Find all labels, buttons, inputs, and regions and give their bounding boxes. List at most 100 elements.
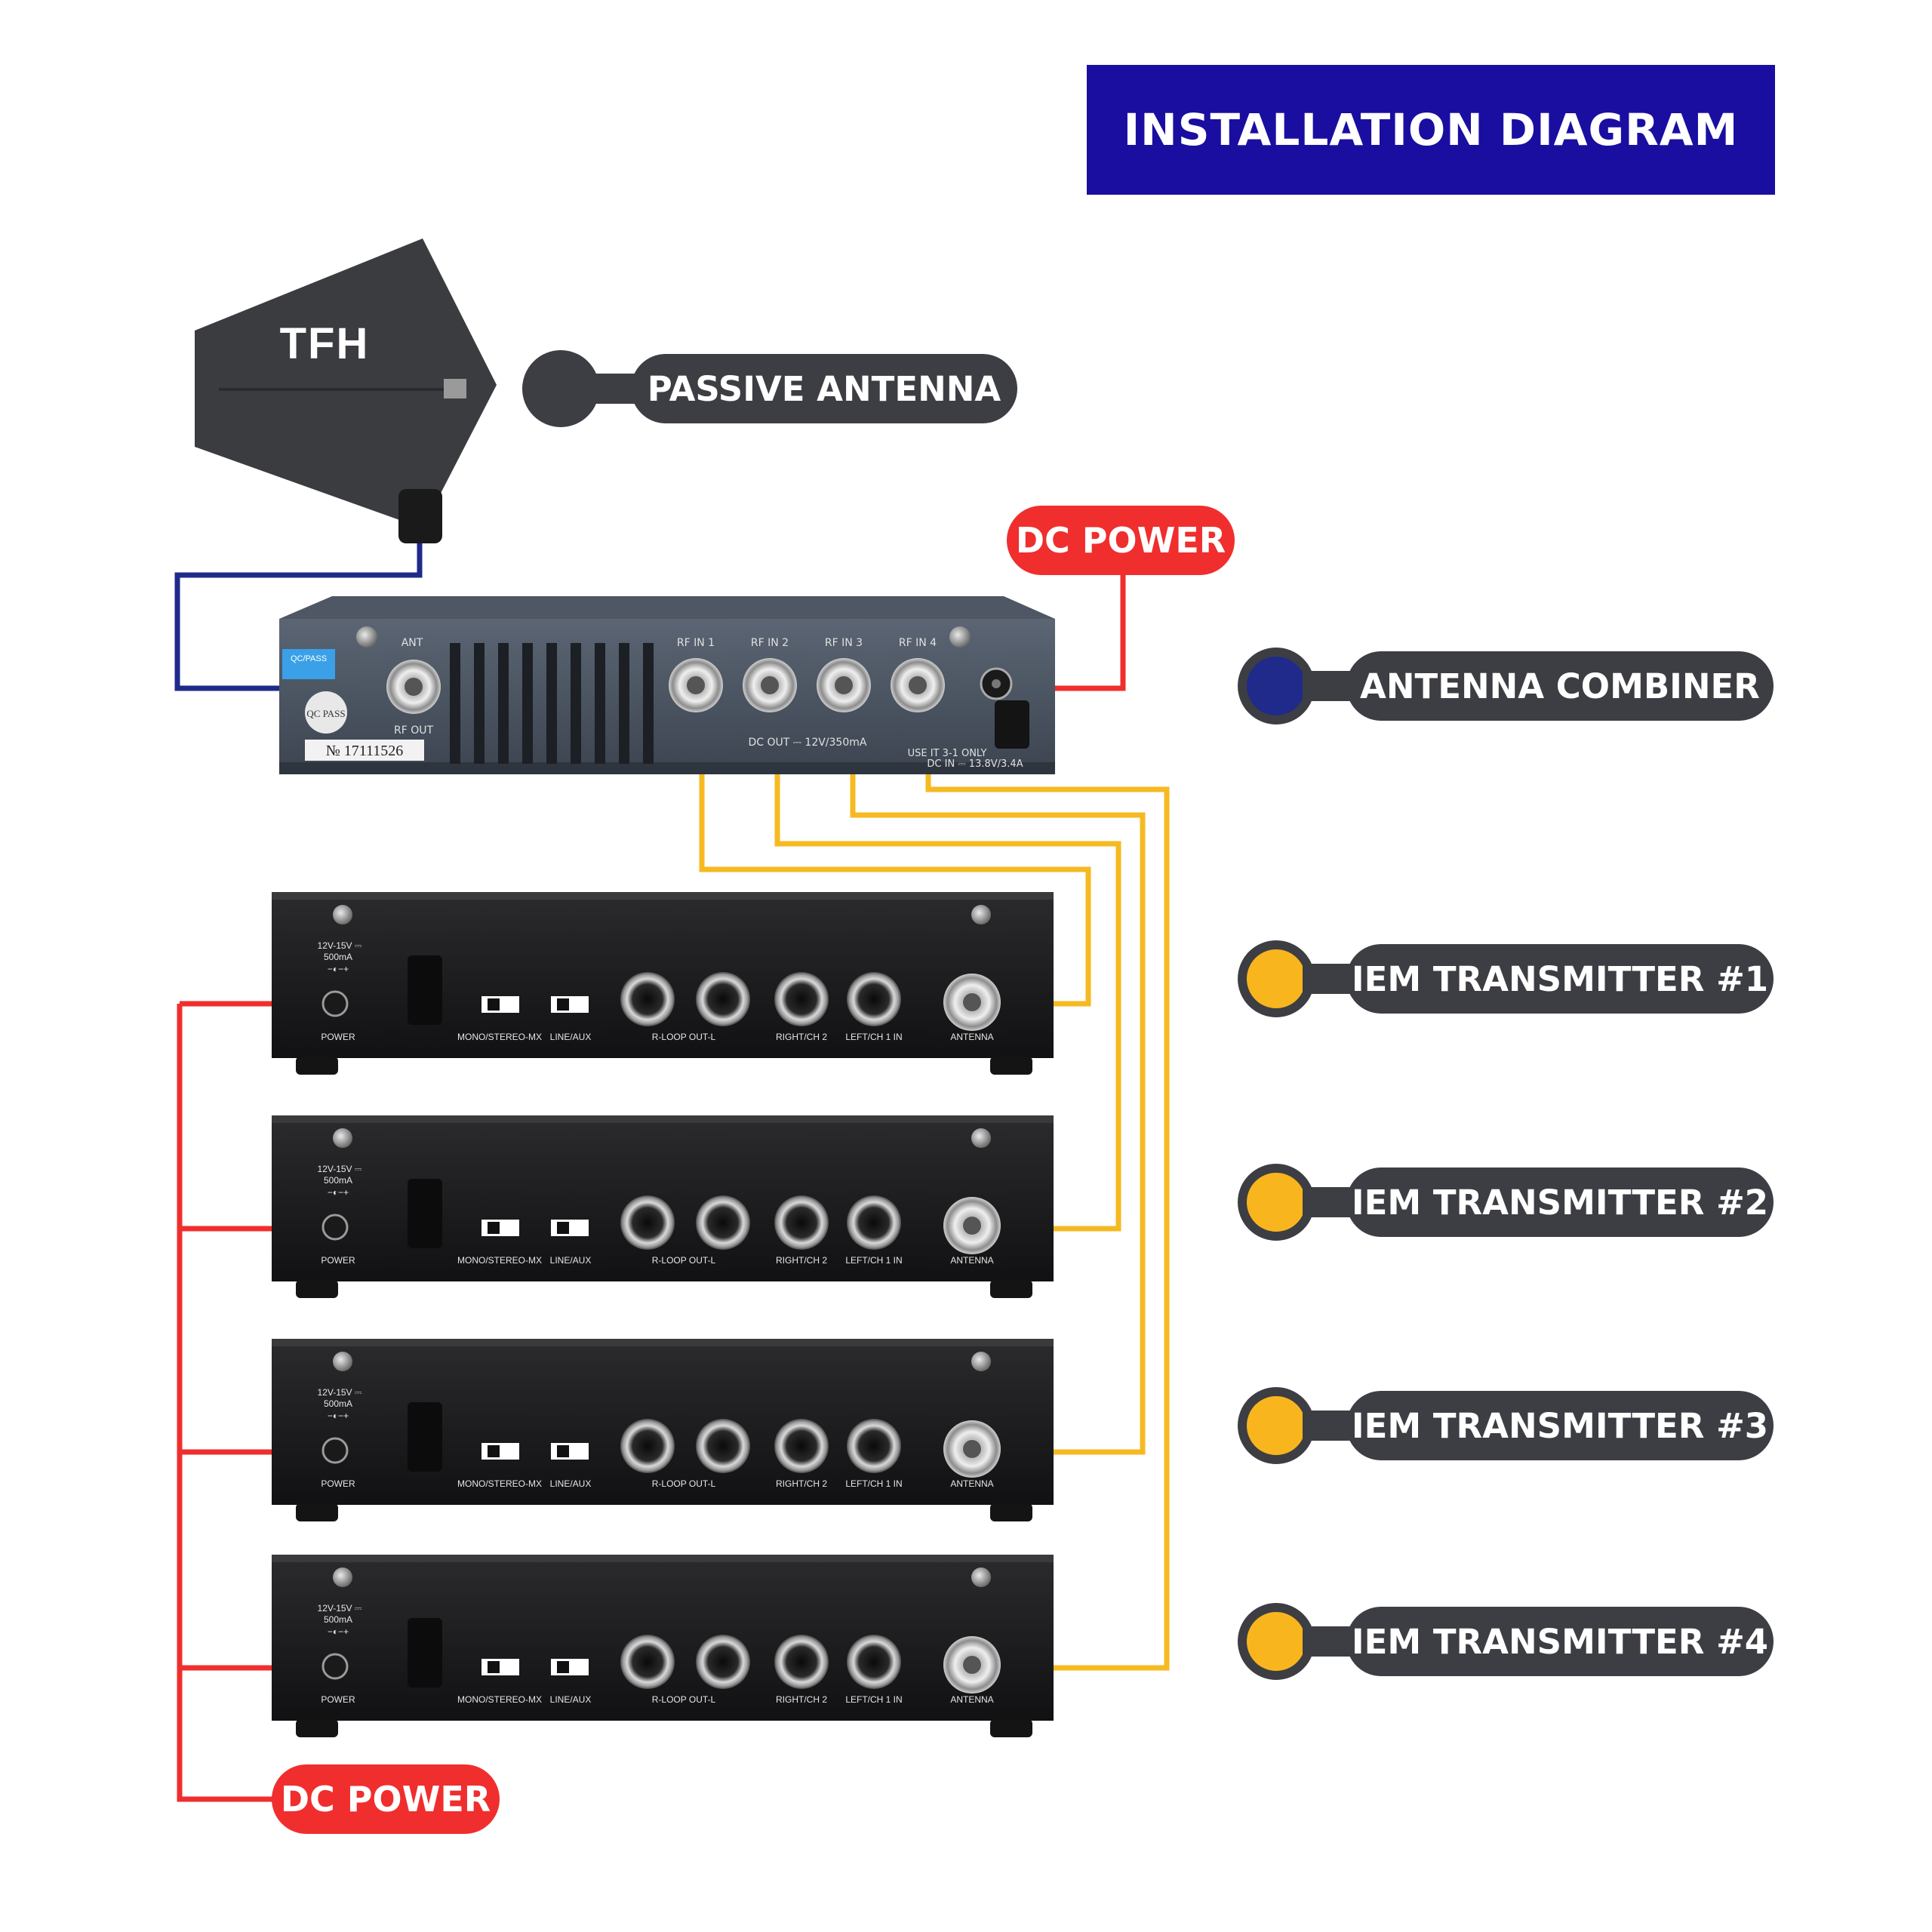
quarter-inch-jack-icon[interactable] (696, 1195, 750, 1250)
antenna-combiner-unit: QC/PASS QC PASS № 17111526 ANT RF OUT RF… (279, 596, 1055, 774)
bnc-center-pin (963, 993, 981, 1011)
dc-jack-icon[interactable] (321, 1653, 349, 1680)
quarter-inch-jack-icon[interactable] (774, 1635, 829, 1689)
right-ch2-label: RIGHT/CH 2 (776, 1478, 827, 1489)
antenna-port-label: ANTENNA (950, 1255, 993, 1266)
mono-stereo-label: MONO/STEREO-MX (457, 1255, 542, 1266)
bnc-connector-icon[interactable] (943, 1636, 1001, 1694)
yellow-rf-cable-2 (774, 702, 1121, 1232)
bnc-connector-icon[interactable] (386, 660, 441, 714)
quarter-inch-jack-icon[interactable] (620, 1419, 675, 1473)
rf-in-2-label: RF IN 2 (751, 637, 789, 649)
quarter-inch-jack-icon[interactable] (620, 1635, 675, 1689)
bnc-center-pin (963, 1217, 981, 1235)
dc-jack-icon[interactable] (980, 667, 1013, 700)
switch-icon[interactable] (481, 1659, 519, 1675)
antenna-combiner-label: ANTENNA COMBINER (1346, 651, 1774, 721)
quarter-inch-jack-icon[interactable] (696, 1419, 750, 1473)
quarter-inch-jack-icon[interactable] (774, 1419, 829, 1473)
line-aux-label: LINE/AUX (550, 1478, 592, 1489)
left-ch1-label: LEFT/CH 1 IN (845, 1478, 902, 1489)
switch-icon[interactable] (551, 1220, 589, 1236)
screw-icon (333, 1567, 352, 1587)
use-note-label: USE IT 3-1 ONLY (908, 748, 987, 759)
foot (296, 1057, 338, 1075)
red-dc-bus (177, 1004, 279, 1802)
line-aux-label: LINE/AUX (550, 1694, 592, 1705)
quarter-inch-jack-icon[interactable] (696, 972, 750, 1026)
cable-clip (408, 1402, 442, 1472)
r-loop-label: R-LOOP OUT-L (652, 1255, 716, 1266)
power-polarity-label: −◐−+ (328, 1411, 349, 1421)
switch-icon[interactable] (481, 1443, 519, 1460)
bnc-connector-icon[interactable] (943, 1420, 1001, 1478)
foot (990, 1719, 1032, 1737)
passive-antenna: TFH (195, 238, 497, 543)
switch-icon[interactable] (551, 1443, 589, 1460)
mono-stereo-label: MONO/STEREO-MX (457, 1478, 542, 1489)
antenna-dot (522, 350, 599, 427)
quarter-inch-jack-icon[interactable] (847, 1635, 901, 1689)
dc-jack-icon[interactable] (321, 1214, 349, 1241)
switch-icon[interactable] (551, 996, 589, 1013)
r-loop-label: R-LOOP OUT-L (652, 1478, 716, 1489)
quarter-inch-jack-icon[interactable] (847, 1195, 901, 1250)
switch-knob (557, 1661, 569, 1673)
left-ch1-label: LEFT/CH 1 IN (845, 1255, 902, 1266)
transmitter-top-edge (272, 1115, 1054, 1123)
transmitter-4-dot (1238, 1603, 1315, 1680)
quarter-inch-jack-icon[interactable] (696, 1635, 750, 1689)
power-label: POWER (321, 1032, 355, 1042)
ant-port-label: ANT (401, 637, 423, 649)
quarter-inch-jack-icon[interactable] (847, 1419, 901, 1473)
switch-icon[interactable] (481, 1220, 519, 1236)
dc-out-label: DC OUT ⎓ 12V/350mA (749, 737, 867, 749)
power-current-label: 500mA (324, 1614, 352, 1625)
quarter-inch-jack-icon[interactable] (774, 1195, 829, 1250)
power-current-label: 500mA (324, 1398, 352, 1409)
quarter-inch-jack-icon[interactable] (620, 1195, 675, 1250)
power-current-label: 500mA (324, 1175, 352, 1186)
power-polarity-label: −◐−+ (328, 964, 349, 974)
dc-power-top-label: DC POWER (1007, 506, 1235, 575)
switch-knob (488, 998, 500, 1011)
r-loop-label: R-LOOP OUT-L (652, 1032, 716, 1042)
dc-in-label: DC IN ⎓ 13.8V/3.4A (927, 758, 1023, 770)
quarter-inch-jack-icon[interactable] (774, 972, 829, 1026)
bnc-connector-icon[interactable] (669, 658, 723, 712)
bnc-connector-icon[interactable] (943, 974, 1001, 1031)
passive-antenna-label: PASSIVE ANTENNA (631, 354, 1017, 423)
dc-power-bottom-label: DC POWER (272, 1764, 500, 1834)
line-aux-label: LINE/AUX (550, 1032, 592, 1042)
dc-jack-icon[interactable] (321, 1437, 349, 1464)
switch-knob (488, 1222, 500, 1234)
bnc-connector-icon[interactable] (817, 658, 871, 712)
transmitter-chassis (272, 892, 1054, 1058)
transmitter-top-edge (272, 1339, 1054, 1346)
bnc-connector-icon[interactable] (943, 1197, 1001, 1254)
rf-out-label: RF OUT (394, 724, 433, 737)
dc-jack-icon[interactable] (321, 990, 349, 1017)
blue-antenna-cable (174, 516, 423, 691)
bnc-connector-icon[interactable] (891, 658, 945, 712)
cable-clip (408, 955, 442, 1025)
bnc-connector-icon[interactable] (743, 658, 797, 712)
quarter-inch-jack-icon[interactable] (620, 972, 675, 1026)
switch-icon[interactable] (551, 1659, 589, 1675)
foot (990, 1280, 1032, 1298)
page-title: INSTALLATION DIAGRAM (1123, 104, 1739, 155)
cable-clip (408, 1179, 442, 1248)
antenna-port-label: ANTENNA (950, 1478, 993, 1489)
quarter-inch-jack-icon[interactable] (847, 972, 901, 1026)
switch-icon[interactable] (481, 996, 519, 1013)
yellow-rf-cable-3 (850, 702, 1146, 1455)
transmitter-2-label: IEM TRANSMITTER #2 (1346, 1168, 1774, 1237)
switch-knob (557, 998, 569, 1011)
qc-seal (305, 691, 347, 734)
transmitter-top-edge (272, 1555, 1054, 1562)
